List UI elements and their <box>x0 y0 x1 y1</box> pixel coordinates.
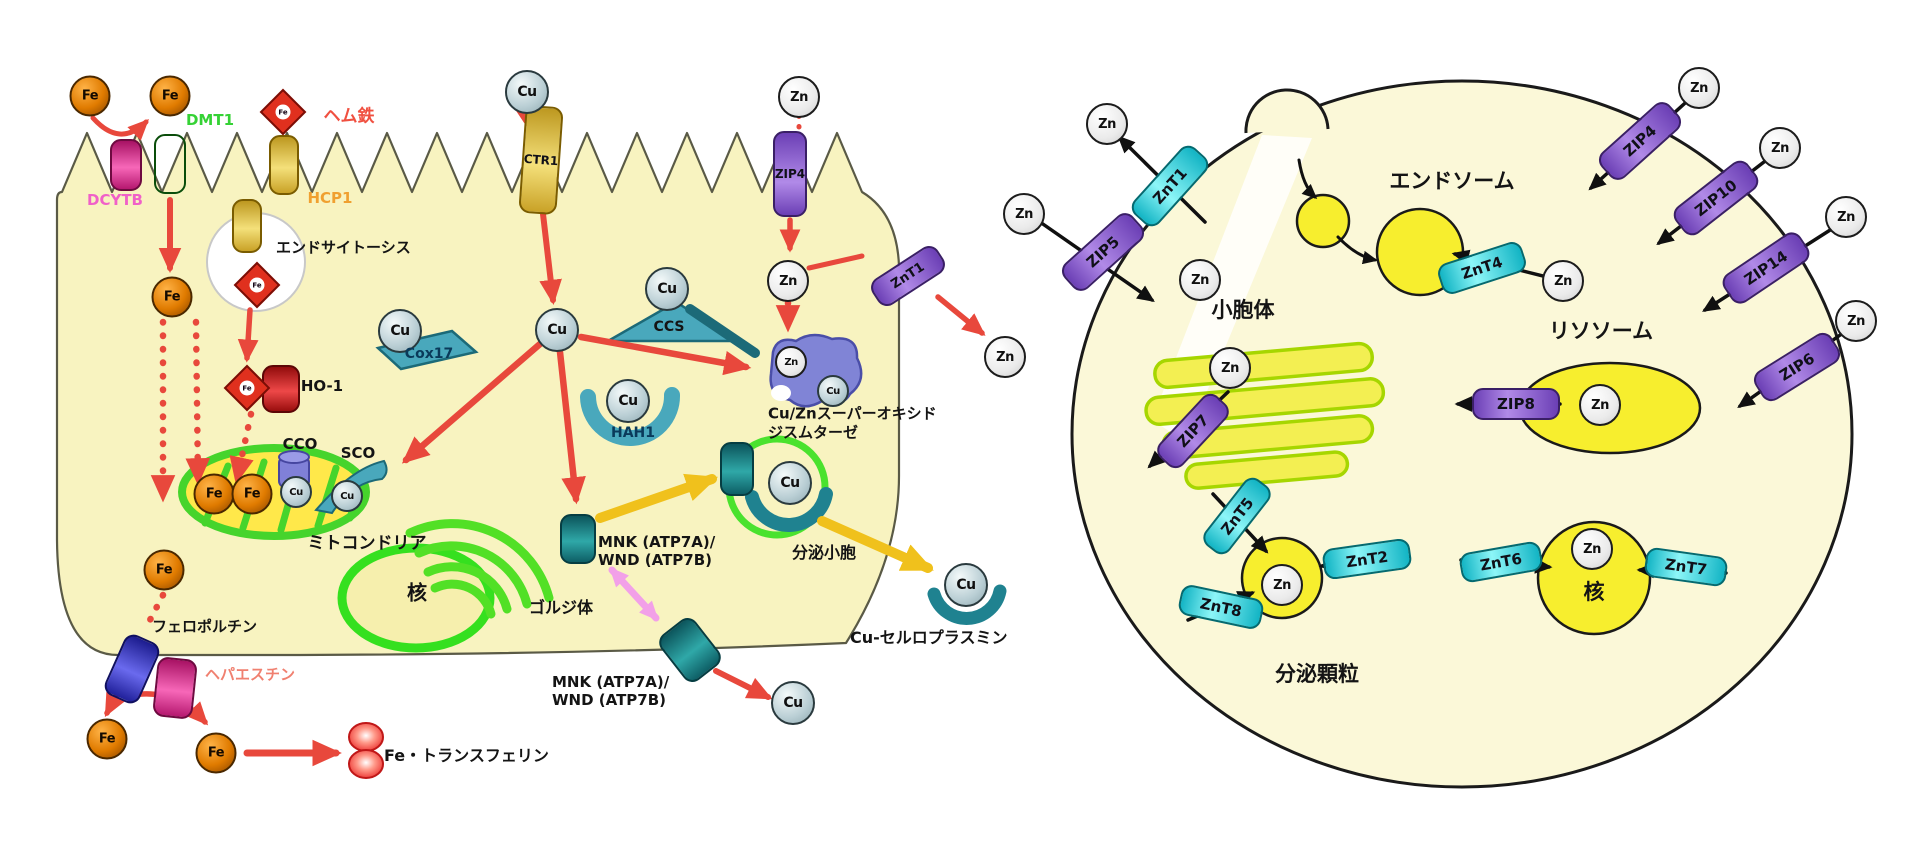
zn-ion-exported: Zn <box>984 336 1026 378</box>
fe-ion-mito: Fe <box>193 473 235 515</box>
cu-ion-ceruloplasmin: Cu <box>944 563 988 607</box>
fe-ion: Fe <box>143 549 185 591</box>
fe-ion: Fe <box>69 75 111 117</box>
cu-ion-exported: Cu <box>771 681 815 725</box>
cco-label: CCO <box>282 435 318 453</box>
sod-notch <box>771 385 791 401</box>
cu-ion-sod: Cu <box>817 375 849 407</box>
fe-ion: Fe <box>151 276 193 318</box>
golgi-label: ゴルジ体 <box>528 598 594 617</box>
cu-ion-ccs: Cu <box>645 267 689 311</box>
zn-ion: Zn <box>1678 67 1720 109</box>
dcytb-transporter <box>110 139 142 191</box>
atp7-membrane-label-line2: WND (ATP7B) <box>552 691 667 709</box>
vesicle-crescent <box>745 487 833 532</box>
fe-transferrin-label: Fe・トランスフェリン <box>384 746 549 765</box>
ccs-tail <box>685 304 760 358</box>
cu-ion-hah1: Cu <box>606 379 650 423</box>
fe-ion-mito: Fe <box>231 473 273 515</box>
ccs-label: CCS <box>653 319 685 335</box>
zn-ion: Zn <box>1003 193 1045 235</box>
cu-ion-cox17: Cu <box>378 309 422 353</box>
dmt1-label: DMT1 <box>185 111 235 129</box>
atp7-membrane-label-line1: MNK (ATP7A)/ <box>552 673 670 691</box>
hephaestin-transporter <box>151 656 199 720</box>
zn-ion: Zn <box>1086 103 1128 145</box>
hcp1-label: HCP1 <box>307 189 353 207</box>
secretory-vesicle-label: 分泌小胞 <box>791 543 857 562</box>
zn-ion: Zn <box>1759 127 1801 169</box>
cu-ion: Cu <box>505 70 549 114</box>
dmt1-transporter <box>154 134 186 194</box>
atp7-golgi-label-line2: WND (ATP7B) <box>598 551 713 569</box>
zn-ion-cytosol: Zn <box>1179 259 1221 301</box>
ho1-label: HO-1 <box>300 377 344 395</box>
golgi <box>405 519 554 619</box>
ferroportin-label: フェロポルチン <box>152 617 258 636</box>
red-dotted-paths <box>146 113 802 624</box>
ceruloplasmin-label: Cu-セルロプラスミン <box>850 628 1008 647</box>
zn-ion: Zn <box>778 76 820 118</box>
atp7-golgi-pump <box>560 514 596 564</box>
lysosome-label: リソソーム <box>1548 319 1654 343</box>
fe-ion: Fe <box>149 75 191 117</box>
fe-ion: Fe <box>195 732 237 774</box>
fe-ion: Fe <box>86 718 128 760</box>
heme-iron-label: ヘム鉄 <box>323 106 375 127</box>
zn-ion: Zn <box>1835 300 1877 342</box>
ctr1-transporter: CTR1 <box>518 104 564 216</box>
vesicle-atp7-pump <box>720 442 754 496</box>
pink-double-arrow <box>608 566 660 622</box>
sod-label-line2: ジスムターゼ <box>768 423 859 442</box>
zn-ion: Zn <box>767 260 809 302</box>
cu-ion: Cu <box>535 308 579 352</box>
endosome-label: エンドソーム <box>1389 169 1515 193</box>
hephaestin-label: ヘパエスチン <box>205 665 296 684</box>
zip4-left-transporter: ZIP4 <box>773 131 807 217</box>
hah1-label: HAH1 <box>610 425 656 441</box>
zn-ion: Zn <box>1825 196 1867 238</box>
zn-ion-nucleus: Zn <box>1571 528 1613 570</box>
vesicle-hcp1-transporter <box>232 199 262 253</box>
atp7-golgi-label-line1: MNK (ATP7A)/ <box>598 533 716 551</box>
dcytb-label: DCYTB <box>87 191 143 209</box>
zn-ion-granule: Zn <box>1261 564 1303 606</box>
cox17-label: Cox17 <box>404 346 454 362</box>
left-nucleus-label: 核 <box>407 580 427 605</box>
granule-label: 分泌顆粒 <box>1275 662 1359 686</box>
cu-ion-cco: Cu <box>280 476 312 508</box>
endocytic-vesicle-small <box>1295 193 1351 249</box>
cox17-shape <box>375 329 479 371</box>
er-label: 小胞体 <box>1211 298 1275 322</box>
yellow-arrows <box>595 473 934 573</box>
sco-label: SCO <box>340 444 376 462</box>
zn-ion-er: Zn <box>1209 347 1251 389</box>
left-nucleus <box>337 543 495 653</box>
sod-label-line1: Cu/Znスーパーオキシド <box>768 404 937 423</box>
transferrin-shape <box>348 722 384 779</box>
membrane-bump <box>1244 88 1330 134</box>
zip8-transporter: ZIP8 <box>1472 388 1560 420</box>
zn-ion-cytosol: Zn <box>1542 260 1584 302</box>
right-nucleus-label: 核 <box>1583 580 1605 604</box>
endocytosis-label: エンドサイトーシス <box>276 238 411 257</box>
cu-ion-vesicle: Cu <box>768 461 812 505</box>
cu-ion-sco: Cu <box>331 480 363 512</box>
zn-ion-lysosome: Zn <box>1579 384 1621 426</box>
hcp1-transporter <box>269 135 299 195</box>
zn-ion-sod: Zn <box>775 346 807 378</box>
hah1-shape <box>580 387 681 446</box>
mitochondria-label: ミトコンドリア <box>307 533 427 554</box>
ceruloplasmin-crescent <box>927 584 1007 625</box>
